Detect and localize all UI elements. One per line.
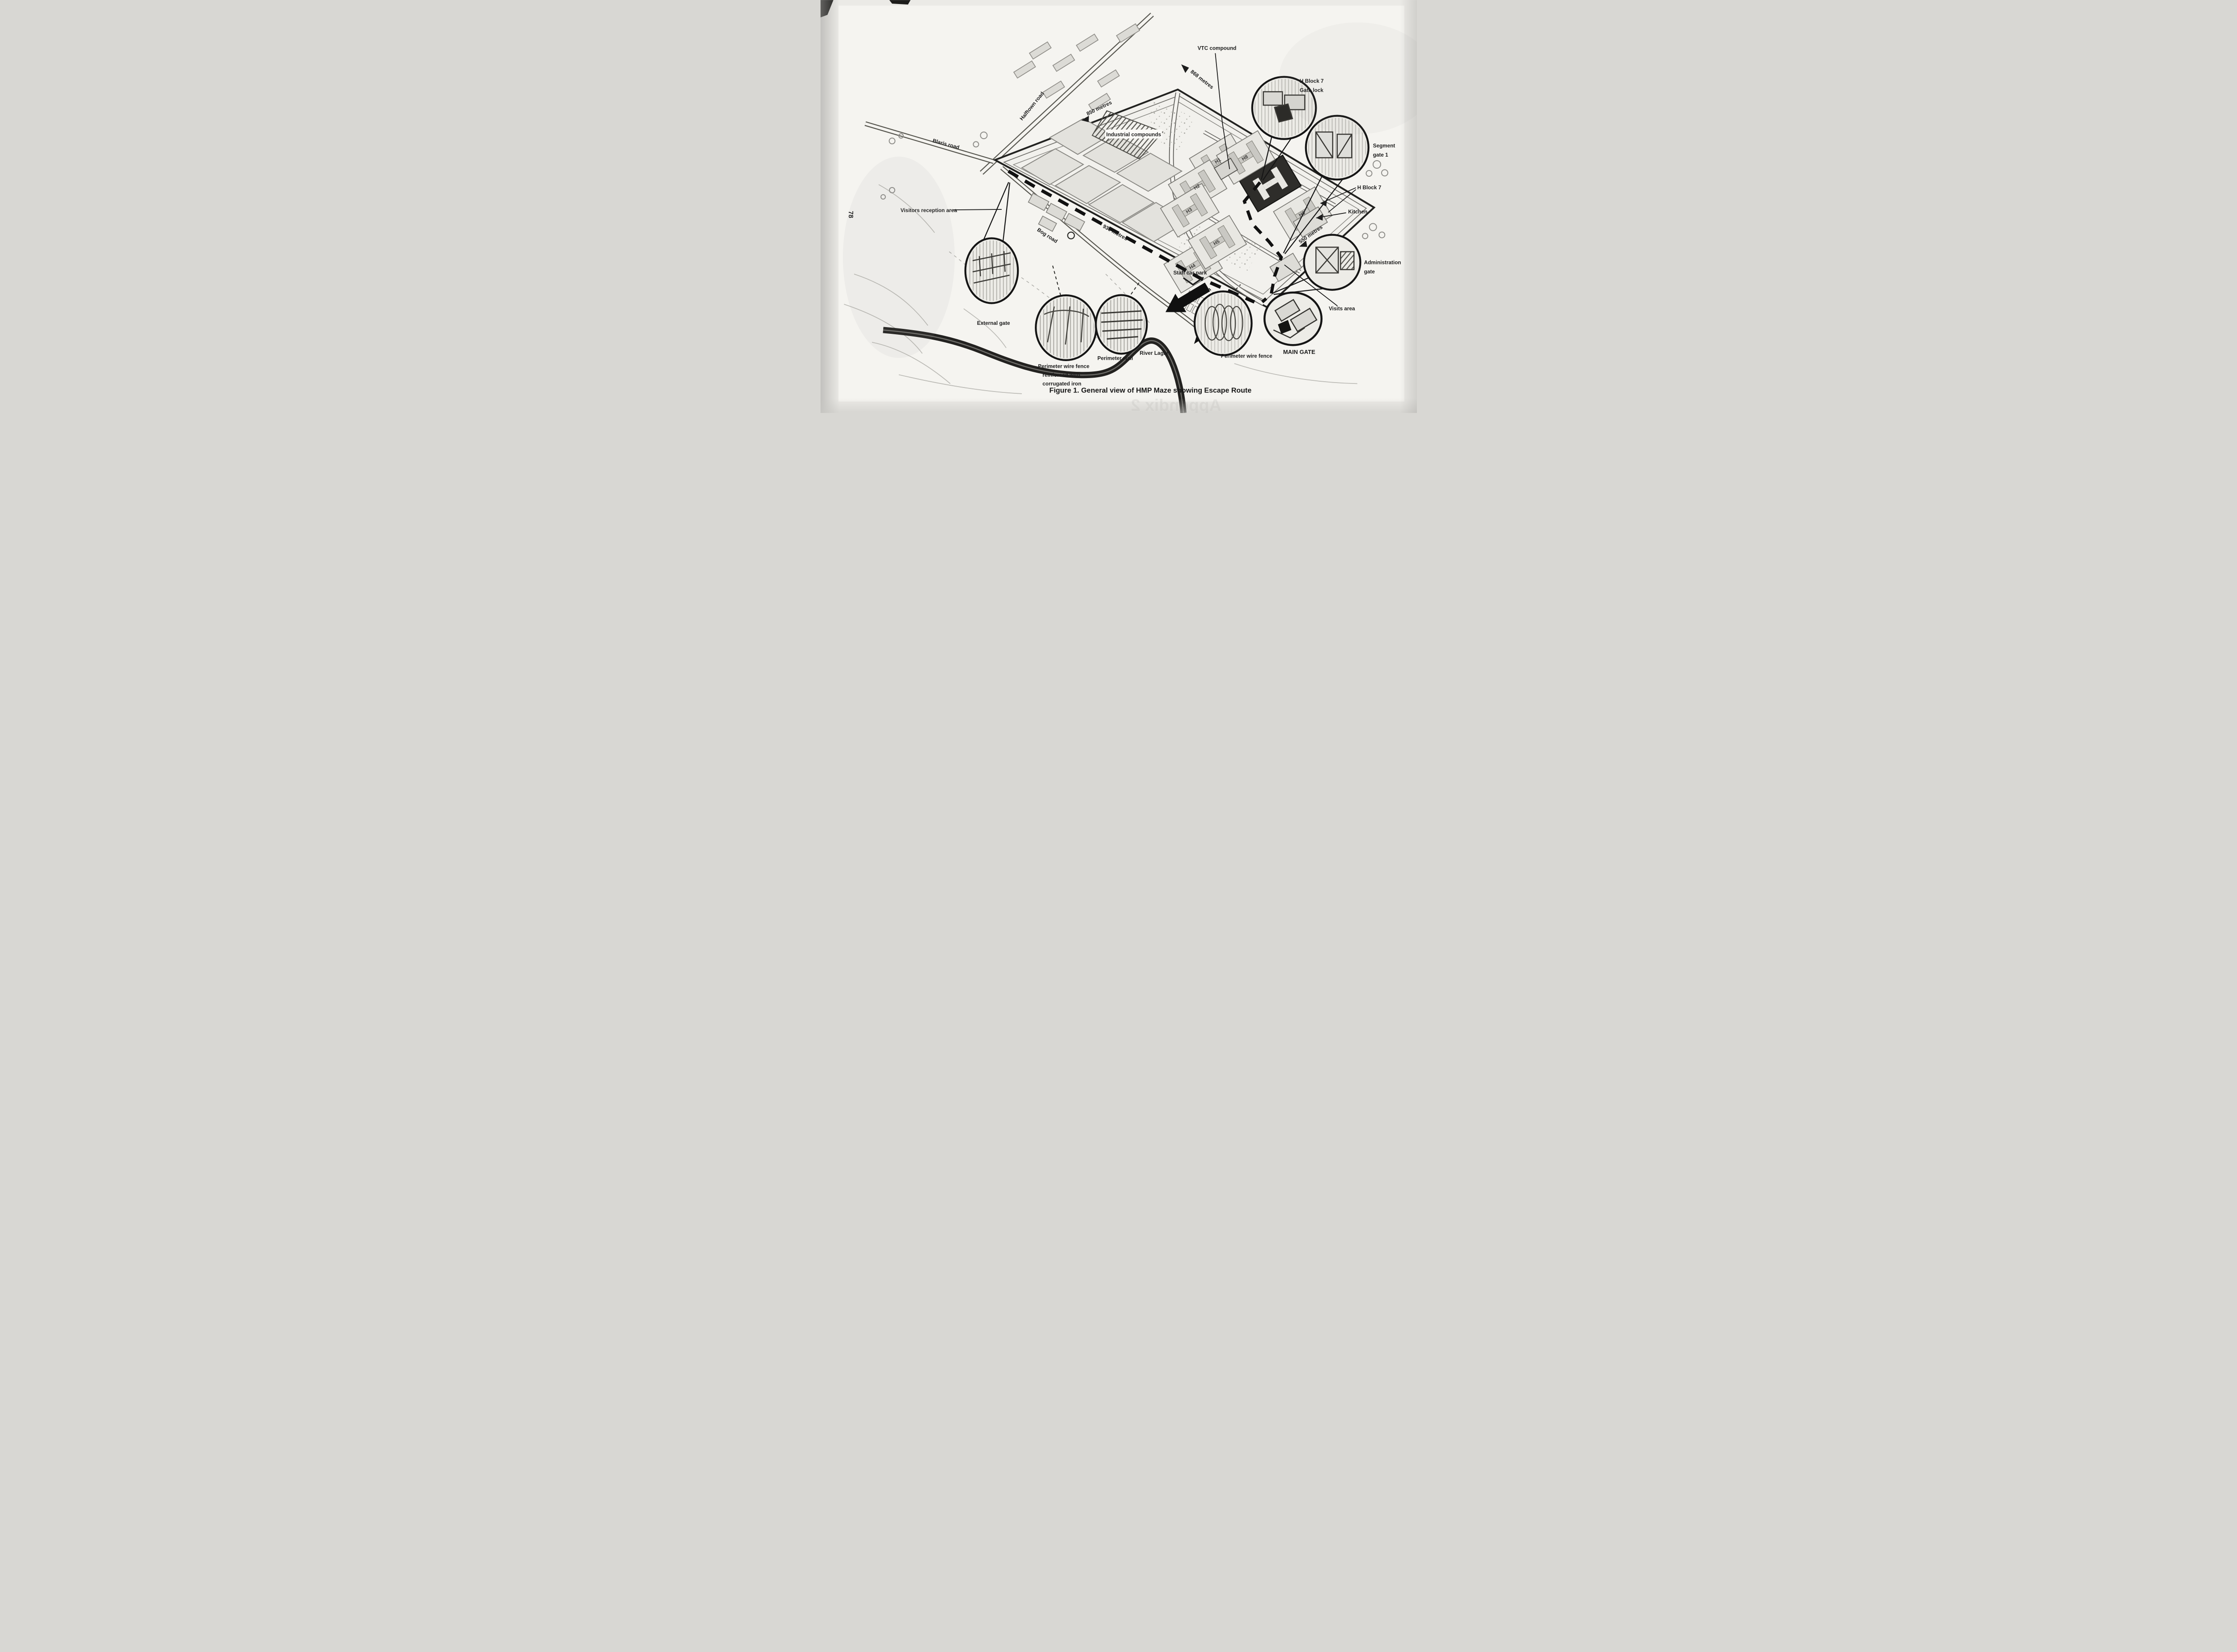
- h-block-compounds: [1160, 130, 1332, 294]
- kitchen-label: Kitchen: [1348, 209, 1367, 215]
- circle-external-gate: [964, 237, 1019, 304]
- roads: [864, 13, 1206, 335]
- page-number: 78: [846, 211, 854, 218]
- circle-main-gate: [1263, 291, 1323, 346]
- segment-gate-label-1: Segment: [1373, 143, 1395, 149]
- wire-fence-right-label: Perimeter wire fence: [1221, 353, 1272, 359]
- leader-external-gate: [981, 182, 1010, 244]
- h-block7-label: H Block 7: [1357, 185, 1381, 191]
- scan-artifacts: [820, 0, 1417, 413]
- circle-perimeter-wall: [1094, 294, 1148, 355]
- callout-circles: [964, 76, 1369, 362]
- maze-figure: H1 H2 H3 H4 H5 H6 H7 H8: [820, 0, 1417, 413]
- wire-fence-reinforced-label-3: corrugated iron: [1042, 381, 1081, 387]
- wire-fence-reinforced-label-2: reinforced with: [1042, 372, 1080, 378]
- staff-car-park-pointer: [1182, 277, 1204, 286]
- wire-fence-reinforced-label-1: Perimeter wire fence: [1038, 363, 1089, 369]
- arrow-550: [1299, 240, 1307, 247]
- callout-leaders: [953, 53, 1356, 307]
- river-highlight: [883, 329, 1184, 413]
- bottom-edge-shadow: [820, 398, 1417, 413]
- arrow-868: [1181, 64, 1189, 73]
- visitors-reception-label: Visitors reception area: [900, 208, 957, 213]
- industrial-label-chip: [1105, 129, 1162, 139]
- leader-segment-gate: [1283, 173, 1347, 255]
- main-gate-label: MAIN GATE: [1283, 349, 1315, 355]
- segment-gate-label-2: gate 1: [1373, 152, 1388, 158]
- leader-vtc: [1214, 53, 1230, 170]
- paper-mottle-1: [842, 157, 955, 358]
- circle-admin-gate: [1302, 234, 1361, 291]
- admin-gate-label-1: Administration: [1364, 260, 1401, 265]
- staff-car-park-label: Staff car park: [1173, 270, 1207, 276]
- arrow-850: [1080, 115, 1089, 123]
- circle-wire-fence-right: [1193, 290, 1253, 356]
- escape-route-east: [1242, 181, 1283, 303]
- top-streak: [889, 0, 910, 5]
- h-block-7-compound: [1238, 154, 1302, 213]
- escape-route-west: [1007, 170, 1255, 304]
- h7-gatelock-label-1: H Block 7: [1300, 78, 1324, 84]
- distance-arrows: [1080, 64, 1307, 247]
- scanned-page: H1 H2 H3 H4 H5 H6 H7 H8: [820, 0, 1417, 413]
- circle-wire-fence-reinforced: [1034, 294, 1097, 362]
- visits-area-label: Visits area: [1329, 306, 1355, 312]
- blaris-road-line: [864, 121, 994, 164]
- left-edge-shadow: [820, 0, 839, 413]
- admin-gate-label-2: gate: [1364, 269, 1375, 275]
- paper-mottle-2: [1279, 22, 1417, 134]
- external-gate-label: External gate: [977, 320, 1010, 326]
- leader-visits-area: [1284, 264, 1338, 307]
- leader-h7-gatelock: [1260, 133, 1294, 181]
- leader-arrowheads: [1316, 200, 1327, 221]
- circle-h7-gatelock: [1251, 76, 1317, 140]
- escape-arrow-solid: [1165, 282, 1210, 312]
- figure-caption: Figure 1. General view of HMP Maze showi…: [1049, 387, 1251, 394]
- leader-visitors-reception: [953, 209, 1002, 210]
- vtc-compound-building: [1213, 158, 1238, 180]
- shrubs: [880, 132, 1388, 239]
- halftown-road-line: [979, 13, 1154, 175]
- industrial-compounds-label: Industrial compounds: [1106, 132, 1161, 138]
- vtc-compound-label: VTC compound: [1197, 45, 1236, 51]
- h-blocks: H1 H2 H3 H4 H5 H6 H7 H8: [1160, 130, 1332, 294]
- perimeter-wall-label: Perimeter wall: [1097, 355, 1133, 361]
- river-lagan-label: River Lagan: [1140, 350, 1170, 356]
- circle-segment-gate: [1305, 115, 1369, 181]
- h7-gatelock-label-2: Gate lock: [1300, 88, 1323, 94]
- timber-yards: [1013, 23, 1140, 111]
- field-contours: [843, 184, 1357, 394]
- industrial-compounds-label-group: Industrial compounds: [1105, 129, 1162, 139]
- right-edge-shadow: [1399, 0, 1417, 413]
